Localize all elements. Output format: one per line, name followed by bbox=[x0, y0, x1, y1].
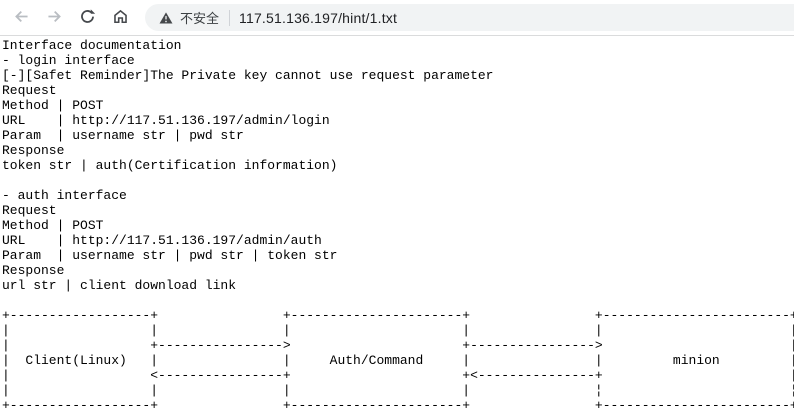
security-label: 不安全 bbox=[180, 11, 220, 26]
warning-triangle-icon[interactable] bbox=[159, 11, 173, 25]
url-text[interactable]: 117.51.136.197/hint/1.txt bbox=[239, 9, 398, 26]
page-content: Interface documentation - login interfac… bbox=[0, 38, 794, 413]
home-icon bbox=[112, 8, 129, 28]
back-arrow-icon bbox=[13, 8, 30, 28]
home-button[interactable] bbox=[106, 4, 134, 32]
address-bar-separator bbox=[229, 9, 231, 26]
reload-button[interactable] bbox=[73, 4, 101, 32]
reload-icon bbox=[79, 8, 96, 28]
forward-button[interactable] bbox=[40, 4, 68, 32]
file-content: Interface documentation - login interfac… bbox=[2, 38, 794, 413]
address-bar[interactable]: 不安全 117.51.136.197/hint/1.txt bbox=[145, 4, 794, 31]
back-button[interactable] bbox=[7, 4, 35, 32]
forward-arrow-icon bbox=[46, 8, 63, 28]
browser-toolbar: 不安全 117.51.136.197/hint/1.txt bbox=[0, 0, 794, 36]
